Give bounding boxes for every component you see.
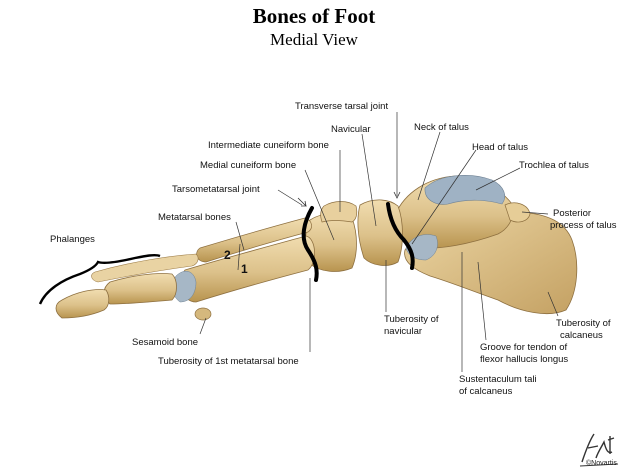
label-groove-1: Groove for tendon of [480,342,568,353]
label-tuberosity-navicular-1: Tuberosity of [384,314,439,325]
tarsometatarsal-arrow [297,197,307,207]
label-trochlea-of-talus: Trochlea of talus [519,160,589,171]
tarsometatarsal-joint-line [301,206,319,282]
distal-phalanx [55,289,110,319]
label-posterior-process-1: Posterior [553,208,592,219]
sesamoid [194,307,212,321]
label-tuberosity-navicular-2: navicular [384,326,423,337]
label-groove-2: flexor hallucis longus [480,354,569,365]
label-neck-of-talus: Neck of talus [414,122,469,133]
label-phalanges: Phalanges [50,234,95,245]
label-number-2: 2 [224,248,231,262]
metatarsal-1 [180,235,315,303]
label-tarsometatarsal-joint: Tarsometatarsal joint [172,184,260,195]
label-medial-cuneiform: Medial cuneiform bone [200,160,297,171]
label-navicular: Navicular [331,124,371,135]
lesser-toe-phalanges [91,253,199,283]
label-tuberosity-calcaneus-2: calcaneus [560,330,603,341]
label-sustentaculum-1: Sustentaculum tali [459,374,537,385]
trochlea-cartilage [424,175,505,205]
label-head-of-talus: Head of talus [472,142,528,153]
posterior-process [504,202,531,223]
phalanges-bracket [38,253,161,305]
diagram-title: Bones of Foot [252,4,376,28]
label-metatarsal-bones: Metatarsal bones [158,212,231,223]
leader-lines [199,112,559,372]
metatarsal-2 [196,217,312,263]
label-number-1: 1 [241,262,248,276]
label-sesamoid-bone: Sesamoid bone [132,337,199,348]
netter-signature-logo [579,433,619,467]
copyright-text: ©Novartis [586,460,617,467]
transverse-tarsal-arrow [393,191,401,199]
label-intermediate-cuneiform: Intermediate cuneiform bone [208,140,329,151]
label-sustentaculum-2: of calcaneus [459,386,513,397]
label-tuberosity-1st-metatarsal: Tuberosity of 1st metatarsal bone [158,356,299,367]
label-tuberosity-calcaneus-1: Tuberosity of [556,318,611,329]
label-transverse-tarsal-joint: Transverse tarsal joint [295,101,389,112]
label-posterior-process-2: process of talus [550,220,617,231]
intermediate-cuneiform [320,201,358,223]
diagram-subtitle: Medial View [270,30,358,49]
transverse-tarsal-joint-line [386,202,415,270]
